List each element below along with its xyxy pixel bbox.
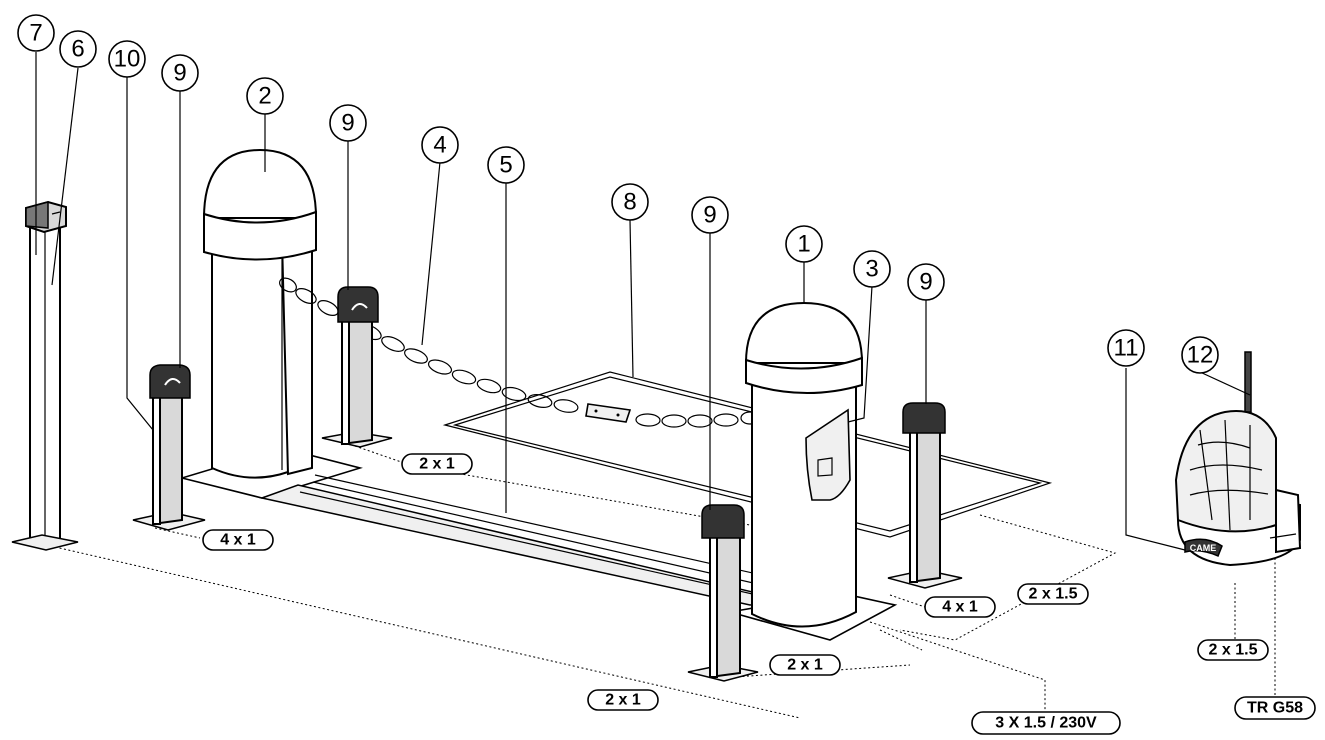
svg-text:6: 6 xyxy=(71,36,84,63)
cable-label-2x1-front: 2 x 1 xyxy=(769,654,841,676)
marker-9-a: 9 xyxy=(161,54,199,92)
leader-lines xyxy=(35,52,1251,551)
marker-2: 2 xyxy=(246,77,284,115)
cable-label-2x1-bottom: 2 x 1 xyxy=(587,689,659,711)
cable-label-2x1.5-right: 2 x 1.5 xyxy=(1017,583,1089,605)
svg-text:4 x 1: 4 x 1 xyxy=(220,532,256,549)
svg-text:9: 9 xyxy=(341,110,354,137)
magnetic-loop xyxy=(442,371,1053,538)
marker-9-d: 9 xyxy=(907,263,945,301)
cable-label-4x1-right: 4 x 1 xyxy=(924,596,996,618)
marker-3: 3 xyxy=(853,250,891,288)
marker-6: 6 xyxy=(59,30,97,68)
marker-7: 7 xyxy=(17,14,55,52)
chain xyxy=(279,277,760,428)
svg-text:2 x 1: 2 x 1 xyxy=(419,456,455,473)
photocell-column xyxy=(11,200,79,551)
cable-label-4x1-left: 4 x 1 xyxy=(202,529,274,551)
bollard-right xyxy=(744,301,864,628)
svg-text:9: 9 xyxy=(703,202,716,229)
photocell-post-front xyxy=(687,504,759,682)
marker-4: 4 xyxy=(421,126,459,164)
svg-text:9: 9 xyxy=(173,60,186,87)
marker-8: 8 xyxy=(611,183,649,221)
marker-10: 10 xyxy=(108,40,146,78)
marker-9-b: 9 xyxy=(329,104,367,142)
svg-text:4: 4 xyxy=(433,132,446,159)
svg-text:7: 7 xyxy=(29,20,42,47)
svg-text:2 x 1: 2 x 1 xyxy=(605,692,641,709)
cable-label-2x1.5-control: 2 x 1.5 xyxy=(1197,639,1269,661)
svg-text:5: 5 xyxy=(499,152,512,179)
svg-text:2 x 1.5: 2 x 1.5 xyxy=(1209,642,1258,659)
svg-text:12: 12 xyxy=(1187,342,1214,369)
svg-text:2 x 1.5: 2 x 1.5 xyxy=(1029,586,1078,603)
marker-12: 12 xyxy=(1181,336,1219,374)
svg-text:11: 11 xyxy=(1114,335,1139,362)
cable-label-antenna: TR G58 xyxy=(1234,696,1316,720)
marker-1: 1 xyxy=(785,225,823,263)
svg-text:3 X 1.5 / 230V: 3 X 1.5 / 230V xyxy=(995,715,1097,732)
svg-text:1: 1 xyxy=(797,231,810,258)
svg-text:10: 10 xyxy=(114,46,141,73)
svg-text:2: 2 xyxy=(258,83,271,110)
marker-11: 11 xyxy=(1107,329,1145,367)
svg-text:4 x 1: 4 x 1 xyxy=(942,599,978,616)
cable-duct xyxy=(259,474,796,606)
cable-label-power: 3 X 1.5 / 230V xyxy=(971,711,1121,735)
svg-text:3: 3 xyxy=(865,256,878,283)
control-unit: CAME xyxy=(1174,351,1302,567)
cable-label-2x1-center: 2 x 1 xyxy=(401,453,473,475)
photocell-post-center xyxy=(321,286,393,448)
bollard-left xyxy=(202,148,318,479)
brand-logo-text: CAME xyxy=(1190,543,1217,553)
photocell-post-left xyxy=(132,364,206,531)
svg-text:9: 9 xyxy=(919,269,932,296)
svg-text:TR G58: TR G58 xyxy=(1247,700,1303,717)
svg-text:8: 8 xyxy=(623,189,636,216)
marker-9-c: 9 xyxy=(691,196,729,234)
svg-text:2 x 1: 2 x 1 xyxy=(787,657,823,674)
photocell-post-right xyxy=(887,402,963,589)
marker-5: 5 xyxy=(487,146,525,184)
